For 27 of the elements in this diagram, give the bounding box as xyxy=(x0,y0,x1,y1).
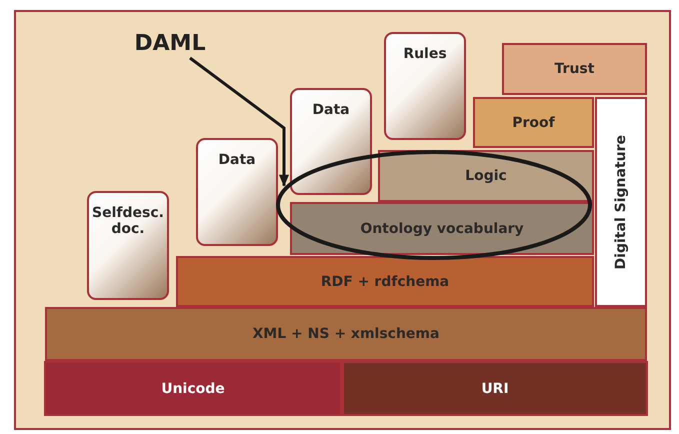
arrow xyxy=(189,56,289,187)
layer-label: XML + NS + xmlschema xyxy=(252,326,440,342)
layer-label: RDF + rdfchema xyxy=(320,274,450,290)
layer-label: Proof xyxy=(512,114,555,130)
layer-bar xyxy=(176,256,594,307)
label-text: DAML xyxy=(120,28,220,58)
data-card xyxy=(384,32,466,140)
data-card xyxy=(196,138,278,246)
card-label: Data xyxy=(217,152,257,168)
layer-label: Unicode xyxy=(161,380,225,396)
data-card xyxy=(87,191,169,300)
layer-bar xyxy=(342,361,648,416)
signature-bar xyxy=(595,97,647,307)
card-label: Data xyxy=(311,102,351,118)
layer-label: Logic xyxy=(465,168,507,184)
layer-bar xyxy=(45,307,647,361)
layer-bar xyxy=(502,43,647,95)
layer-label: Digital Signature xyxy=(613,134,629,270)
highlight-ellipse xyxy=(276,150,592,260)
data-card xyxy=(290,88,372,195)
layer-bar xyxy=(473,97,594,148)
layer-label: Ontology vocabulary xyxy=(360,220,524,236)
card-label: Rules xyxy=(402,46,448,62)
card-label: Selfdesc. doc. xyxy=(91,205,165,237)
layer-label: URI xyxy=(481,380,509,396)
layer-bar xyxy=(44,361,342,416)
layer-label: Trust xyxy=(554,61,594,77)
